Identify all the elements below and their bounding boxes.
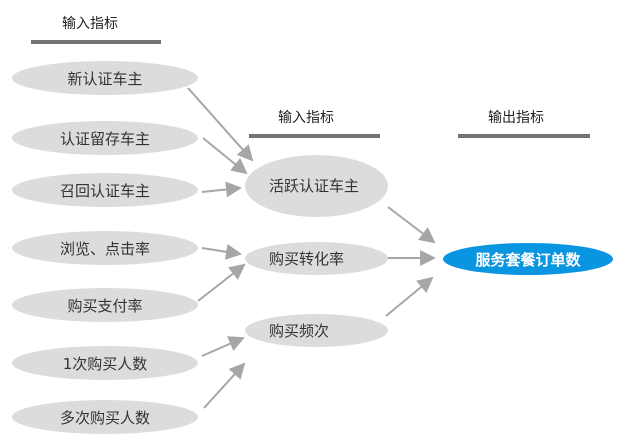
arrow <box>187 87 254 162</box>
middle-node-conversion-rate: 购买转化率 <box>245 242 388 275</box>
output-node-package-orders: 服务套餐订单数 <box>443 243 613 275</box>
left-node-recalled-owners: 召回认证车主 <box>12 173 198 207</box>
left-node-repeat-buyers: 多次购买人数 <box>12 400 198 434</box>
left-node-payment-rate: 购买支付率 <box>12 288 198 322</box>
middle-node-label: 购买转化率 <box>269 250 345 268</box>
arrow <box>197 263 246 302</box>
arrow <box>202 137 248 175</box>
middle-node-label: 活跃认证车主 <box>269 177 360 195</box>
right-header: 输出指标 <box>488 110 544 126</box>
arrow <box>203 362 246 409</box>
left-header-bar <box>31 40 161 44</box>
arrow <box>201 243 242 260</box>
arrow <box>387 206 436 244</box>
left-node-single-buyers: 1次购买人数 <box>12 346 198 380</box>
left-node-browse-click-rate: 浏览、点击率 <box>12 231 198 265</box>
arrow <box>385 276 434 317</box>
arrow <box>201 336 245 357</box>
left-node-retained-owners: 认证留存车主 <box>12 121 198 155</box>
middle-header-bar <box>249 134 380 138</box>
middle-node-purchase-frequency: 购买频次 <box>245 314 388 347</box>
left-node-new-certified-owners: 新认证车主 <box>12 61 198 95</box>
arrow <box>201 181 242 198</box>
middle-node-label: 购买频次 <box>269 322 330 340</box>
middle-node-active-owners: 活跃认证车主 <box>245 155 388 217</box>
middle-header: 输入指标 <box>278 110 334 126</box>
left-header: 输入指标 <box>62 16 118 32</box>
right-header-bar <box>458 134 590 138</box>
